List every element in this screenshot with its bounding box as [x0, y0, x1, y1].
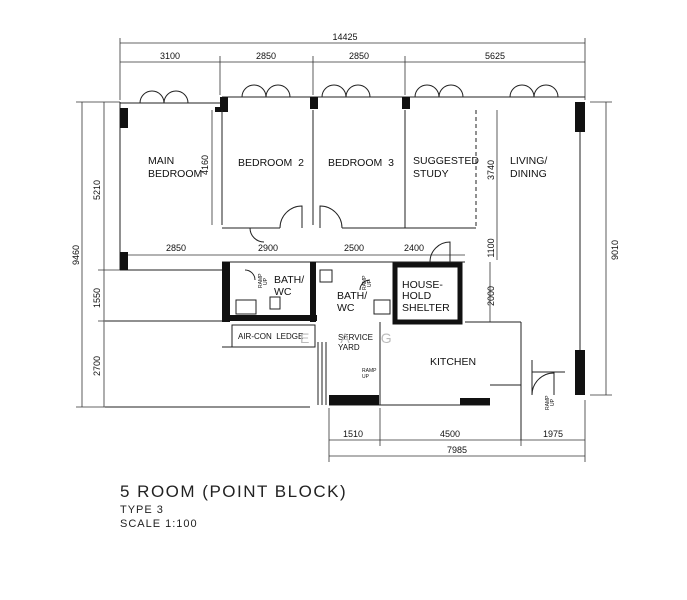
- label-shelter-3: SHELTER: [402, 302, 450, 314]
- label-bath1-1: BATH/: [274, 274, 304, 286]
- dim-right-outer: 9010: [610, 240, 620, 260]
- dim-bottom-2: 4500: [440, 429, 460, 439]
- label-bath1-2: WC: [274, 286, 292, 298]
- label-bath2-1: BATH/: [337, 290, 367, 302]
- dim-corridor-4: 2400: [404, 243, 424, 253]
- thin-outlines: [105, 84, 585, 440]
- label-aircon-ledge: AIR-CON LEDGE: [238, 332, 303, 341]
- dim-left-outer: 9460: [71, 245, 81, 265]
- dim-bottom-overall: 7985: [447, 445, 467, 455]
- label-service-yard-1: SERVICE: [338, 333, 373, 342]
- dim-shelter-height: 2000: [486, 286, 496, 306]
- plan-title: 5 ROOM (POINT BLOCK): [120, 482, 348, 501]
- ramp-tag-1b: UP: [263, 277, 269, 285]
- ramp-tag-3b: UP: [362, 374, 370, 380]
- label-main-bedroom-1: MAIN: [148, 155, 174, 167]
- ramp-tag-3: RAMP: [362, 368, 377, 374]
- dim-left-2: 1550: [92, 288, 102, 308]
- dim-study-corridor: 1100: [486, 238, 496, 257]
- label-bedroom-2: BEDROOM 2: [238, 157, 304, 169]
- label-shelter-1: HOUSE-: [402, 279, 443, 291]
- label-study-1: SUGGESTED: [413, 155, 479, 167]
- label-shelter-2: HOLD: [402, 290, 432, 302]
- label-living-2: DINING: [510, 168, 547, 180]
- dim-study-height: 3740: [486, 160, 496, 180]
- ramp-tag-2b: UP: [367, 279, 373, 287]
- dim-top-3: 2850: [349, 51, 369, 61]
- label-service-yard-2: YARD: [338, 343, 360, 352]
- plan-type: TYPE 3: [120, 504, 164, 516]
- label-living-1: LIVING/: [510, 155, 547, 167]
- dim-corridor-1: 2850: [166, 243, 186, 253]
- dim-top-4: 5625: [485, 51, 505, 61]
- label-kitchen: KITCHEN: [430, 356, 476, 368]
- ramp-tag-1: RAMP: [258, 273, 264, 288]
- dim-corridor-2: 2900: [258, 243, 278, 253]
- dim-top-1: 3100: [160, 51, 180, 61]
- thin-walls: [221, 110, 581, 350]
- dim-top-2: 2850: [256, 51, 276, 61]
- dim-bottom-1: 1510: [343, 429, 363, 439]
- watermark: E A G: [300, 330, 400, 346]
- ramp-tag-2: RAMP: [362, 275, 368, 290]
- ramp-tag-4b: UP: [550, 398, 556, 406]
- label-bedroom-3: BEDROOM 3: [328, 157, 394, 169]
- ramp-tag-4: RAMP: [545, 395, 551, 410]
- dim-main-bedroom-height: 4160: [200, 155, 210, 175]
- ramp-up-tags: RAMP UP RAMP UP RAMP UP RAMP UP: [258, 273, 556, 410]
- dim-left-1: 5210: [92, 180, 102, 200]
- plan-scale: SCALE 1:100: [120, 518, 198, 530]
- dim-corridor-3: 2500: [344, 243, 364, 253]
- dim-overall-top: 14425: [332, 32, 357, 42]
- label-main-bedroom-2: BEDROOM: [148, 168, 202, 180]
- household-shelter-walls: [392, 262, 463, 325]
- structural-walls: [120, 97, 585, 405]
- label-study-2: STUDY: [413, 168, 449, 180]
- dim-left-3: 2700: [92, 356, 102, 376]
- dim-bottom-3: 1975: [543, 429, 563, 439]
- label-bath2-2: WC: [337, 302, 355, 314]
